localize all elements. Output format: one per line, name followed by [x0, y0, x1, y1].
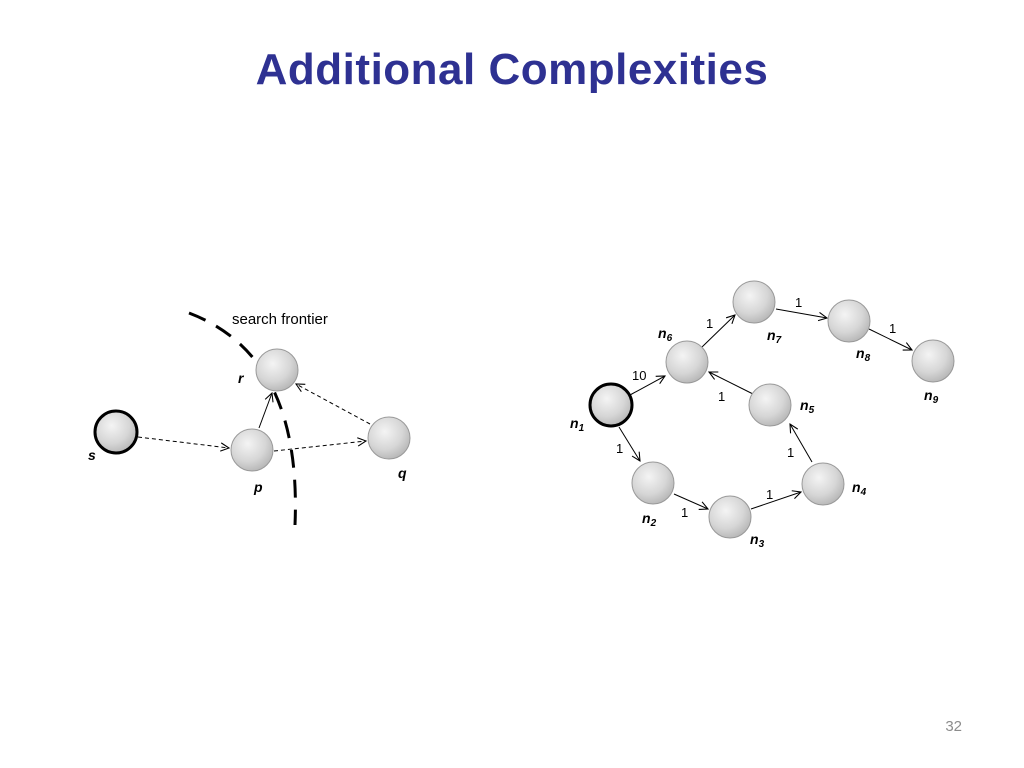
node-label-n2-base: n — [642, 510, 651, 526]
node-r — [255, 348, 299, 392]
node-n3 — [708, 495, 752, 539]
node-label-n6-sub: 6 — [667, 333, 673, 344]
node-label-n6: n6 — [658, 325, 673, 344]
node-label-n3: n3 — [750, 531, 765, 550]
search-frontier-curve — [188, 311, 297, 526]
node-label-n4: n4 — [852, 479, 867, 498]
node-label-n2-sub: 2 — [650, 518, 657, 529]
edge-weight-n5-n6: 1 — [718, 389, 725, 404]
node-label-n5-sub: 5 — [809, 405, 815, 416]
edge-p-r — [258, 393, 272, 429]
edge-n8-n9 — [868, 328, 912, 350]
slide-title: Additional Complexities — [255, 45, 769, 94]
node-label-p: p — [253, 479, 263, 495]
node-label-n8-sub: 8 — [865, 353, 871, 364]
node-n8 — [827, 299, 871, 343]
node-label-n7-base: n — [767, 327, 776, 343]
edge-n1-n6 — [629, 376, 665, 396]
edge-weight-n7-n8: 1 — [795, 295, 802, 310]
node-label-n7: n7 — [767, 327, 782, 346]
edge-weight-n1-n2: 1 — [616, 441, 623, 456]
node-label-n1: n1 — [570, 415, 585, 434]
edge-n5-n6 — [709, 372, 754, 395]
node-n9 — [911, 339, 955, 383]
edge-n6-n7 — [701, 315, 735, 348]
node-label-n9-base: n — [924, 387, 933, 403]
edge-n2-n3 — [673, 493, 708, 509]
node-label-n8: n8 — [856, 345, 871, 364]
left-diagram: search frontier s p r q — [88, 311, 411, 526]
frontier-label: search frontier — [232, 311, 328, 328]
node-label-n4-sub: 4 — [860, 487, 867, 498]
node-n4 — [801, 462, 845, 506]
node-n2 — [631, 461, 675, 505]
edge-s-p — [137, 436, 229, 448]
node-s — [93, 409, 139, 455]
node-n5 — [748, 383, 792, 427]
edge-weight-n8-n9: 1 — [889, 321, 896, 336]
node-label-n1-sub: 1 — [579, 423, 585, 434]
edge-q-r — [296, 384, 371, 425]
node-label-n8-base: n — [856, 345, 865, 361]
node-q — [367, 416, 411, 460]
node-p — [230, 428, 274, 472]
edge-weight-n1-n6: 10 — [632, 368, 646, 383]
right-diagram: 10 1 1 1 1 1 1 1 1 n1 n2 n3 n4 n5 n6 — [570, 280, 955, 550]
node-label-n1-base: n — [570, 415, 579, 431]
edge-weight-n6-n7: 1 — [706, 316, 713, 331]
node-label-n2: n2 — [642, 510, 657, 529]
edge-weight-n2-n3: 1 — [681, 505, 688, 520]
node-n7 — [732, 280, 776, 324]
node-label-n3-sub: 3 — [759, 539, 765, 550]
node-n6 — [665, 340, 709, 384]
edge-p-q — [273, 441, 366, 452]
edge-weight-n4-n5: 1 — [787, 445, 794, 460]
edge-n4-n5 — [790, 424, 813, 463]
slide-number: 32 — [945, 718, 962, 735]
node-label-q: q — [398, 465, 407, 481]
node-label-n3-base: n — [750, 531, 759, 547]
node-label-r: r — [238, 370, 245, 386]
node-label-n5-base: n — [800, 397, 809, 413]
node-label-n5: n5 — [800, 397, 815, 416]
node-label-n6-base: n — [658, 325, 667, 341]
node-label-n7-sub: 7 — [776, 335, 782, 346]
edge-n7-n8 — [775, 308, 827, 318]
node-n1 — [588, 382, 634, 428]
edge-n3-n4 — [750, 492, 801, 510]
edge-n1-n2 — [618, 426, 640, 461]
node-label-n9-sub: 9 — [933, 395, 939, 406]
node-label-n4-base: n — [852, 479, 861, 495]
node-label-n9: n9 — [924, 387, 939, 406]
node-label-s: s — [88, 447, 96, 463]
edge-weight-n3-n4: 1 — [766, 487, 773, 502]
